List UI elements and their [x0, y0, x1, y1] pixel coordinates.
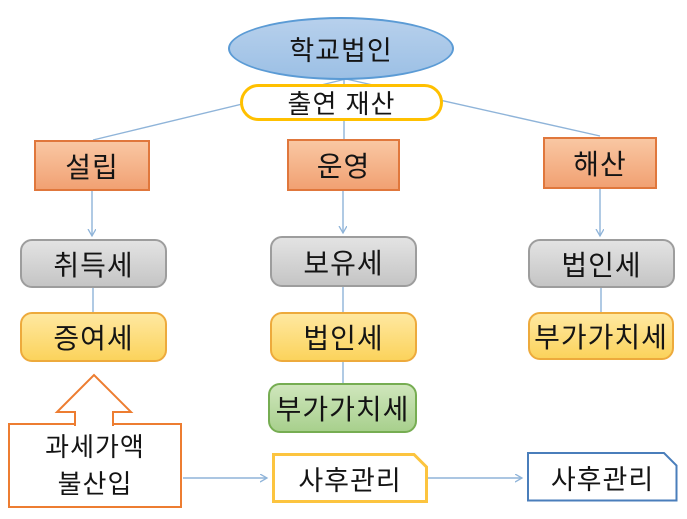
block-up-arrow [54, 373, 134, 426]
followup-management-right-label: 사후관리 [550, 464, 655, 495]
corporate-tax-operation-label: 법인세 [303, 323, 384, 354]
stage-dissolution-label: 해산 [573, 149, 627, 180]
corporate-tax-operation-node: 법인세 [270, 312, 417, 362]
vat-dissolution-label: 부가가치세 [534, 322, 668, 353]
school-corporation-node: 학교법인 [228, 17, 454, 80]
followup-management-center-label: 사후관리 [298, 465, 402, 496]
stage-operation-label: 운영 [316, 151, 371, 182]
taxable-value-exclusion-line1: 과세가액 [45, 431, 145, 462]
contributed-assets-label: 출연 재산 [287, 89, 396, 119]
vat-operation-label: 부가가치세 [275, 394, 410, 425]
gift-tax-label: 증여세 [53, 323, 134, 354]
followup-management-right-node: 사후관리 [527, 452, 678, 502]
contributed-assets-node: 출연 재산 [240, 84, 443, 121]
vat-dissolution-node: 부가가치세 [528, 312, 674, 360]
holding-tax-node: 보유세 [270, 236, 417, 287]
followup-right-shape [527, 452, 678, 502]
followup-management-center-node: 사후관리 [272, 453, 428, 503]
stage-establishment-label: 설립 [65, 151, 119, 183]
taxable-value-exclusion-line2: 불산입 [57, 468, 133, 499]
followup-center-shape [272, 453, 428, 503]
school-corporation-label: 학교법인 [289, 36, 393, 66]
stage-dissolution-node: 해산 [543, 137, 657, 189]
corporate-tax-dissolution-label: 법인세 [561, 249, 642, 281]
gift-tax-node: 증여세 [20, 312, 167, 362]
acquisition-tax-label: 취득세 [53, 249, 134, 281]
vat-operation-node: 부가가치세 [268, 383, 417, 433]
stage-establishment-node: 설립 [34, 140, 150, 191]
acquisition-tax-node: 취득세 [20, 239, 167, 288]
corporate-tax-dissolution-node: 법인세 [528, 239, 675, 288]
taxable-value-exclusion-note: 과세가액 불산입 [8, 423, 182, 508]
stage-operation-node: 운영 [287, 139, 400, 191]
holding-tax-label: 보유세 [303, 247, 384, 279]
